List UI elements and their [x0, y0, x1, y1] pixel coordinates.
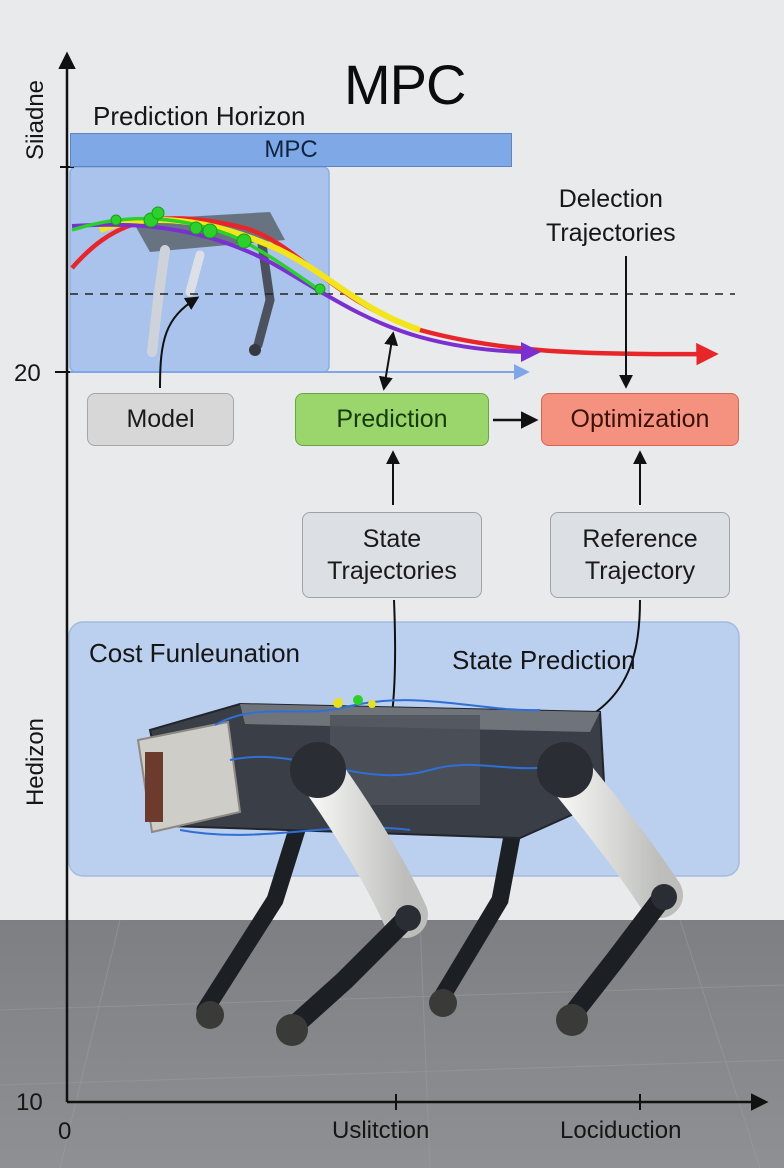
y-axis-label-bottom: Hedizon	[22, 717, 49, 807]
x-tick-label-right: Lociduction	[560, 1117, 682, 1144]
prediction-box: Prediction	[295, 393, 489, 446]
diagram-title: MPC	[344, 53, 466, 116]
arrow-to-model	[159, 296, 200, 389]
prediction-box-label: Prediction	[336, 405, 448, 434]
x-tick-label-0: 0	[58, 1118, 72, 1145]
arrow-prediction-trajectory	[378, 331, 399, 391]
cost-function-label: Cost Funleunation	[89, 638, 301, 668]
optimization-box-label: Optimization	[570, 405, 710, 434]
x-tick-label-mid: Uslitction	[332, 1117, 430, 1144]
state-trajectories-box: State Trajectories	[302, 512, 482, 598]
y-tick-label-20: 20	[14, 360, 41, 387]
floor	[0, 920, 784, 1168]
y-tick-label-10: 10	[16, 1089, 43, 1116]
mpc-bar: MPC	[70, 133, 512, 167]
state-trajectories-line-2: Trajectories	[327, 557, 457, 585]
model-box: Model	[87, 393, 234, 446]
floor-grid	[0, 919, 784, 1168]
delection-line-1: Delection	[558, 185, 663, 213]
reference-trajectory-line-2: Trajectory	[584, 557, 696, 585]
prediction-horizon-label: Prediction Horizon	[93, 101, 306, 131]
model-box-label: Model	[126, 405, 195, 434]
quadruped-robot	[136, 695, 683, 1046]
state-trajectories-line-1: State	[362, 524, 422, 553]
reference-trajectory-box: Reference Trajectory	[550, 512, 730, 598]
delection-trajectories-label: Delection Trajectories	[546, 183, 676, 251]
trajectory-points	[110, 206, 326, 295]
y-axis-label-top: Siiadne	[22, 79, 49, 161]
delection-line-2: Trajectories	[546, 218, 676, 247]
state-prediction-label: State Prediction	[452, 645, 636, 675]
reference-trajectory-line-1: Reference	[582, 524, 698, 553]
mpc-bar-label: MPC	[264, 136, 318, 163]
optimization-box: Optimization	[541, 393, 739, 446]
